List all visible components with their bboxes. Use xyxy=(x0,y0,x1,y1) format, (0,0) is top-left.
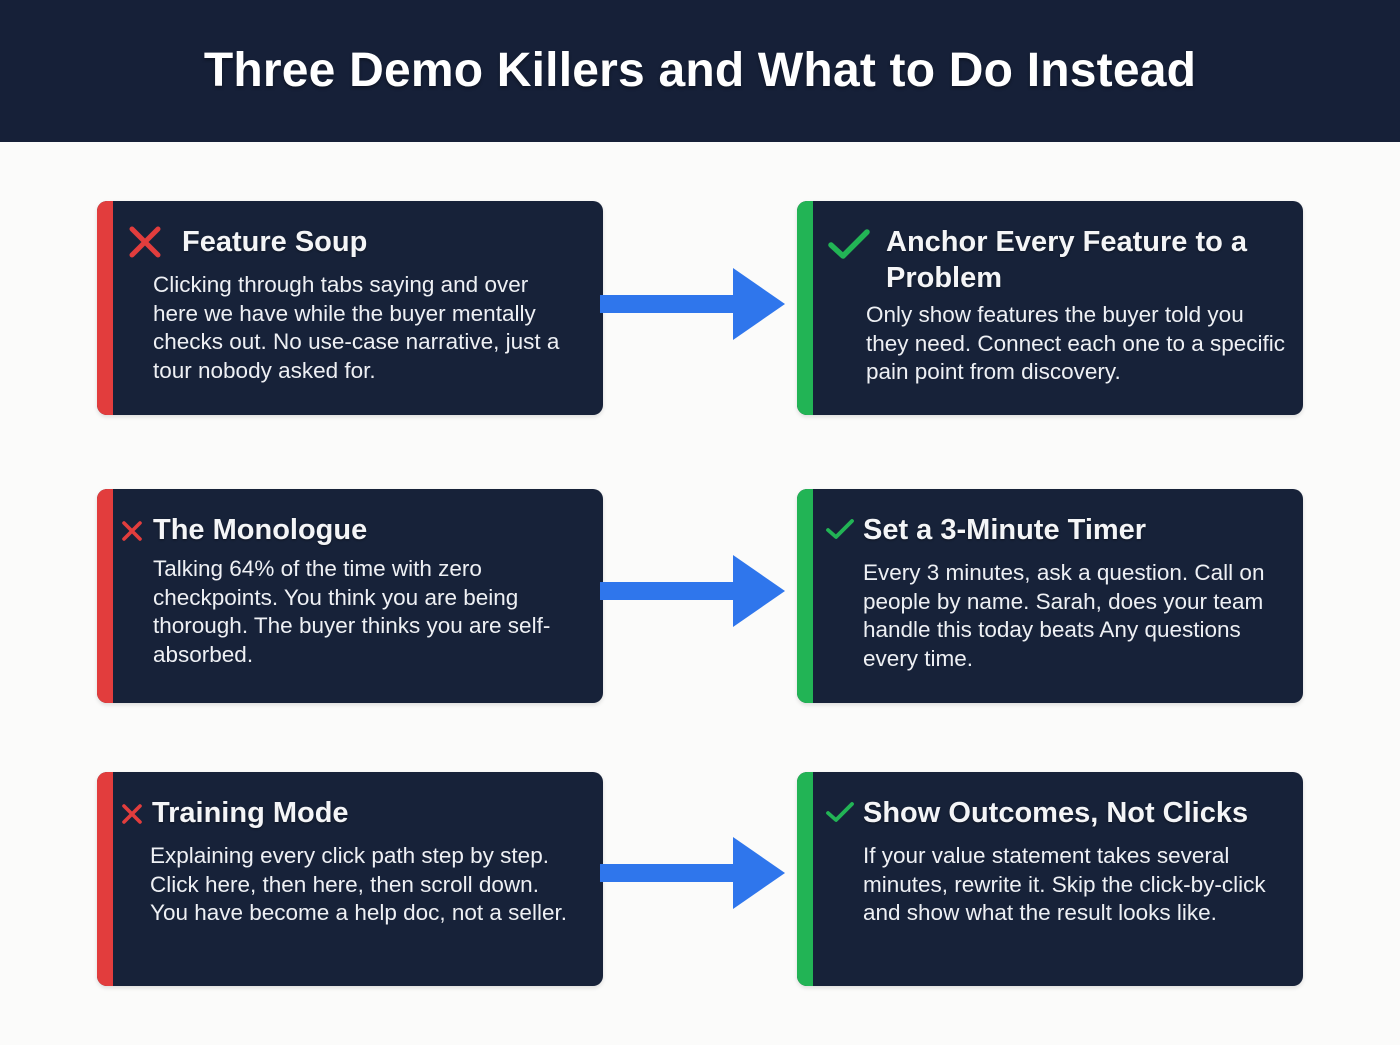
fix-card-anchor-feature: Anchor Every Feature to a Problem Only s… xyxy=(797,201,1303,415)
killer-title: The Monologue xyxy=(153,514,368,546)
killer-card-monologue: The Monologue Talking 64% of the time wi… xyxy=(97,489,603,703)
fix-description: If your value statement takes several mi… xyxy=(863,843,1266,925)
arrow-right-icon xyxy=(600,837,785,909)
green-accent-stripe xyxy=(797,201,813,415)
fix-title: Set a 3-Minute Timer xyxy=(863,514,1147,546)
green-accent-stripe xyxy=(797,489,813,703)
fix-description: Every 3 minutes, ask a question. Call on… xyxy=(863,560,1265,671)
fix-card-show-outcomes: Show Outcomes, Not Clicks If your value … xyxy=(797,772,1303,986)
check-icon xyxy=(826,802,854,822)
x-icon xyxy=(129,226,161,258)
x-icon xyxy=(122,521,142,541)
red-accent-stripe xyxy=(97,772,113,986)
killer-title: Training Mode xyxy=(152,797,349,829)
killer-card-feature-soup: Feature Soup Clicking through tabs sayin… xyxy=(97,201,603,415)
page-title: Three Demo Killers and What to Do Instea… xyxy=(203,43,1197,97)
killer-description: Talking 64% of the time with zero checkp… xyxy=(153,556,551,667)
header-banner: Three Demo Killers and What to Do Instea… xyxy=(0,0,1400,142)
killer-title: Feature Soup xyxy=(182,226,368,258)
red-accent-stripe xyxy=(97,489,113,703)
fix-title: Show Outcomes, Not Clicks xyxy=(863,797,1249,829)
arrow-right-icon xyxy=(600,268,785,340)
killer-card-training-mode: Training Mode Explaining every click pat… xyxy=(97,772,603,986)
killer-description: Explaining every click path step by step… xyxy=(150,843,567,925)
check-icon xyxy=(826,519,854,539)
x-icon xyxy=(122,804,142,824)
fix-card-3-minute-timer: Set a 3-Minute Timer Every 3 minutes, as… xyxy=(797,489,1303,703)
arrow-right-icon xyxy=(600,555,785,627)
red-accent-stripe xyxy=(97,201,113,415)
fix-title: Anchor Every Feature to a Problem xyxy=(886,226,1247,294)
green-accent-stripe xyxy=(797,772,813,986)
killer-description: Clicking through tabs saying and over he… xyxy=(153,272,560,383)
fix-description: Only show features the buyer told you th… xyxy=(866,302,1286,384)
check-icon xyxy=(828,229,870,259)
